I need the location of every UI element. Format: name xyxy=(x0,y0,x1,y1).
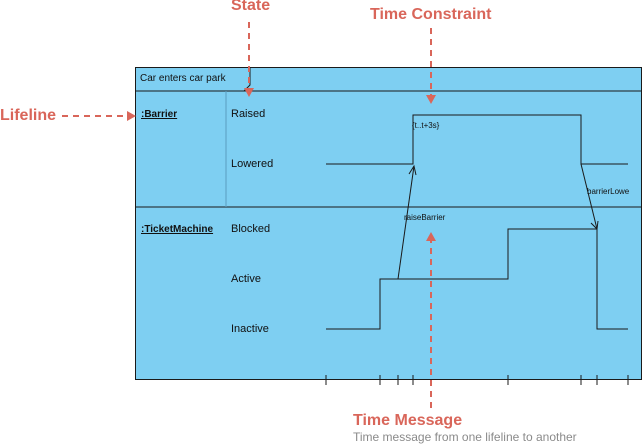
state-callout-arrowhead xyxy=(244,88,254,97)
barrier-lifeline-name: :Barrier xyxy=(141,109,178,120)
time-axis-ticks xyxy=(325,375,629,385)
state-callout: State xyxy=(231,0,271,14)
state-raised: Raised xyxy=(231,108,266,120)
timing-frame xyxy=(135,67,642,380)
time-message-callout: Time Message xyxy=(353,412,463,429)
raise-barrier-arrowhead xyxy=(408,164,417,176)
lifeline-callout: Lifeline xyxy=(0,107,57,124)
barrier-lowered-arrowhead xyxy=(590,220,599,231)
time-constraint-callout: Time Constraint xyxy=(370,6,492,23)
barrier-state-line xyxy=(326,114,628,165)
state-lowered: Lowered xyxy=(231,158,274,170)
lifeline-callout-arrowhead xyxy=(127,111,136,121)
raise-barrier-message xyxy=(397,165,415,280)
time-constraint-label: {t..t+3s} xyxy=(412,121,440,130)
frame-title: Car enters car park xyxy=(140,73,226,84)
ticketmachine-state-line xyxy=(326,228,628,330)
state-inactive: Inactive xyxy=(231,323,269,335)
time-message-note: Time message from one lifeline to anothe… xyxy=(353,430,577,444)
barrier-lowered-message xyxy=(580,163,598,230)
time-constraint-callout-arrowhead xyxy=(426,95,436,104)
time-message-callout-arrowhead xyxy=(426,232,436,241)
barrier-lowered-label: barrierLowe xyxy=(587,187,630,196)
ticketmachine-lifeline-name: :TicketMachine xyxy=(141,224,214,235)
state-blocked: Blocked xyxy=(231,223,271,235)
state-active: Active xyxy=(231,273,261,285)
raise-barrier-label: raiseBarrier xyxy=(404,213,446,222)
